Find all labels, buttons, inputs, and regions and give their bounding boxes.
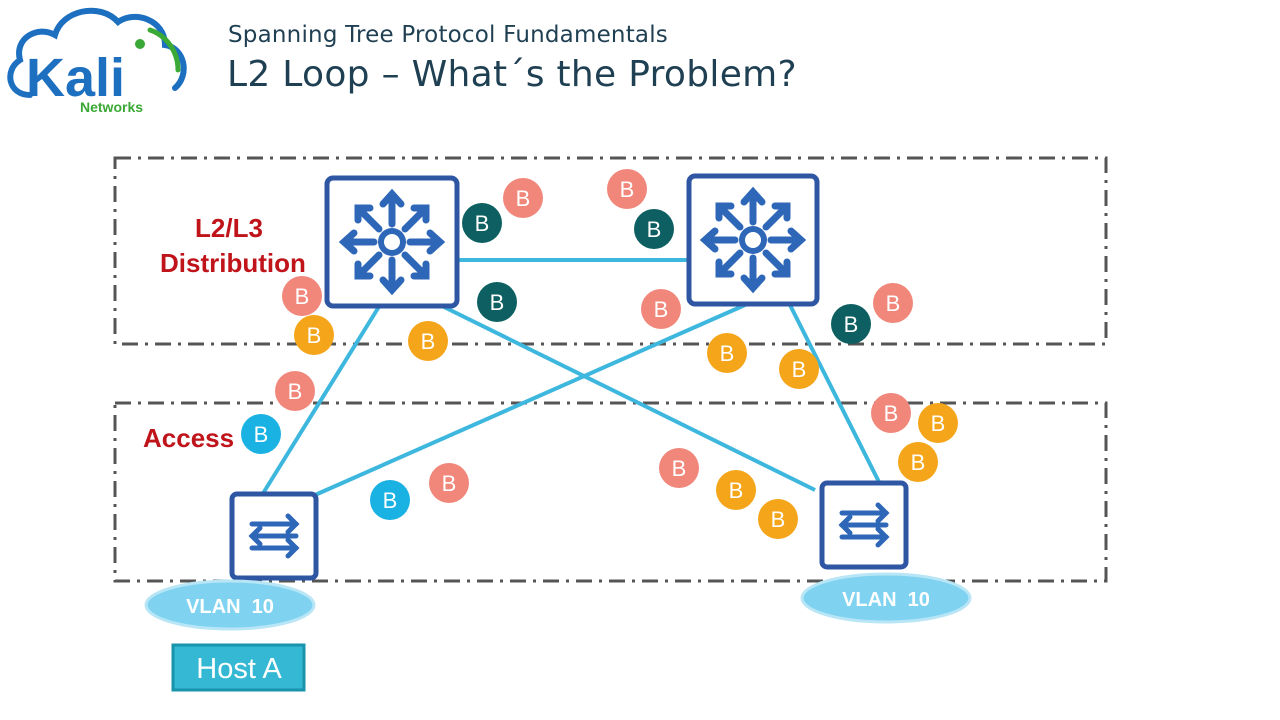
logo-dot [135, 39, 145, 49]
frame-letter: B [421, 329, 436, 354]
frame-blue-20: B [370, 480, 410, 520]
vlan-left: VLAN 10 [144, 579, 316, 631]
frame-letter: B [729, 478, 744, 503]
logo-cloud-accent [147, 27, 181, 73]
distribution-layer-box [113, 156, 1108, 346]
kali-networks-logo: Kali Networks [7, 7, 187, 115]
multilayer-switch-icon [699, 186, 807, 294]
switch-arrows-icon [838, 502, 890, 548]
frame-salmon-16: B [429, 463, 469, 503]
frame-letter: B [844, 312, 859, 337]
multilayer-switch-icon [338, 188, 446, 296]
frame-letter: B [442, 471, 457, 496]
frame-letter: B [654, 297, 669, 322]
link-right-dist-to-right-access [788, 304, 882, 485]
links [260, 258, 882, 497]
frame-letter: B [720, 341, 735, 366]
frame-letter: B [490, 290, 505, 315]
frame-letter: B [911, 450, 926, 475]
slide-subtitle: Spanning Tree Protocol Fundamentals [228, 22, 668, 48]
distribution-label-line2: Distribution [160, 248, 306, 278]
logo-tagline: Networks [80, 99, 143, 115]
slide-title: L2 Loop – What´s the Problem? [227, 54, 797, 95]
frame-letter: B [475, 211, 490, 236]
frame-salmon-12: B [275, 371, 315, 411]
frame-teal-13: B [831, 304, 871, 344]
vlan-right-label: VLAN 10 [842, 589, 930, 611]
frame-orange-10: B [707, 333, 747, 373]
frame-blue-15: B [241, 414, 281, 454]
host-a-label: Host A [196, 653, 282, 685]
frame-salmon-14: B [871, 393, 911, 433]
vlan-right: VLAN 10 [800, 572, 972, 624]
frame-letter: B [295, 284, 310, 309]
switch-arrows-icon [248, 513, 300, 559]
frame-letter: B [931, 411, 946, 436]
host-a: Host A [171, 643, 306, 692]
frame-letter: B [383, 488, 398, 513]
frame-orange-8: B [408, 321, 448, 361]
logo-brand: Kali [26, 48, 125, 108]
frame-letter: B [886, 291, 901, 316]
access-switch-right [819, 480, 909, 570]
frame-letter: B [254, 422, 269, 447]
frame-orange-11: B [779, 349, 819, 389]
access-layer-box [113, 401, 1108, 583]
frame-letter: B [620, 177, 635, 202]
frame-teal-4: B [477, 282, 517, 322]
frame-orange-23: B [758, 499, 798, 539]
frame-letter: B [516, 186, 531, 211]
frame-teal-3: B [634, 209, 674, 249]
frame-salmon-9: B [873, 283, 913, 323]
frame-teal-1: B [462, 203, 502, 243]
frame-salmon-6: B [641, 289, 681, 329]
frame-letter: B [647, 217, 662, 242]
frame-orange-7: B [294, 315, 334, 355]
access-switch-left [229, 491, 319, 581]
frame-orange-22: B [716, 470, 756, 510]
link-left-dist-to-left-access [260, 303, 382, 497]
frame-letter: B [771, 507, 786, 532]
link-right-dist-to-left-access [314, 303, 746, 497]
distribution-switch-right [686, 173, 820, 307]
frame-letter: B [288, 379, 303, 404]
frame-letter: B [672, 456, 687, 481]
vlan-left-label: VLAN 10 [186, 596, 274, 618]
frame-salmon-5: B [282, 276, 322, 316]
frame-salmon-19: B [659, 448, 699, 488]
distribution-label-line1: L2/L3 [195, 213, 263, 243]
frame-letter: B [884, 401, 899, 426]
frame-salmon-2: B [607, 169, 647, 209]
frame-salmon-0: B [503, 178, 543, 218]
frame-orange-17: B [918, 403, 958, 443]
link-left-dist-to-right-access [439, 303, 816, 492]
frame-letter: B [307, 323, 322, 348]
frame-orange-18: B [898, 442, 938, 482]
access-label: Access [143, 423, 234, 453]
distribution-switch-left [324, 175, 460, 309]
frame-letter: B [792, 357, 807, 382]
